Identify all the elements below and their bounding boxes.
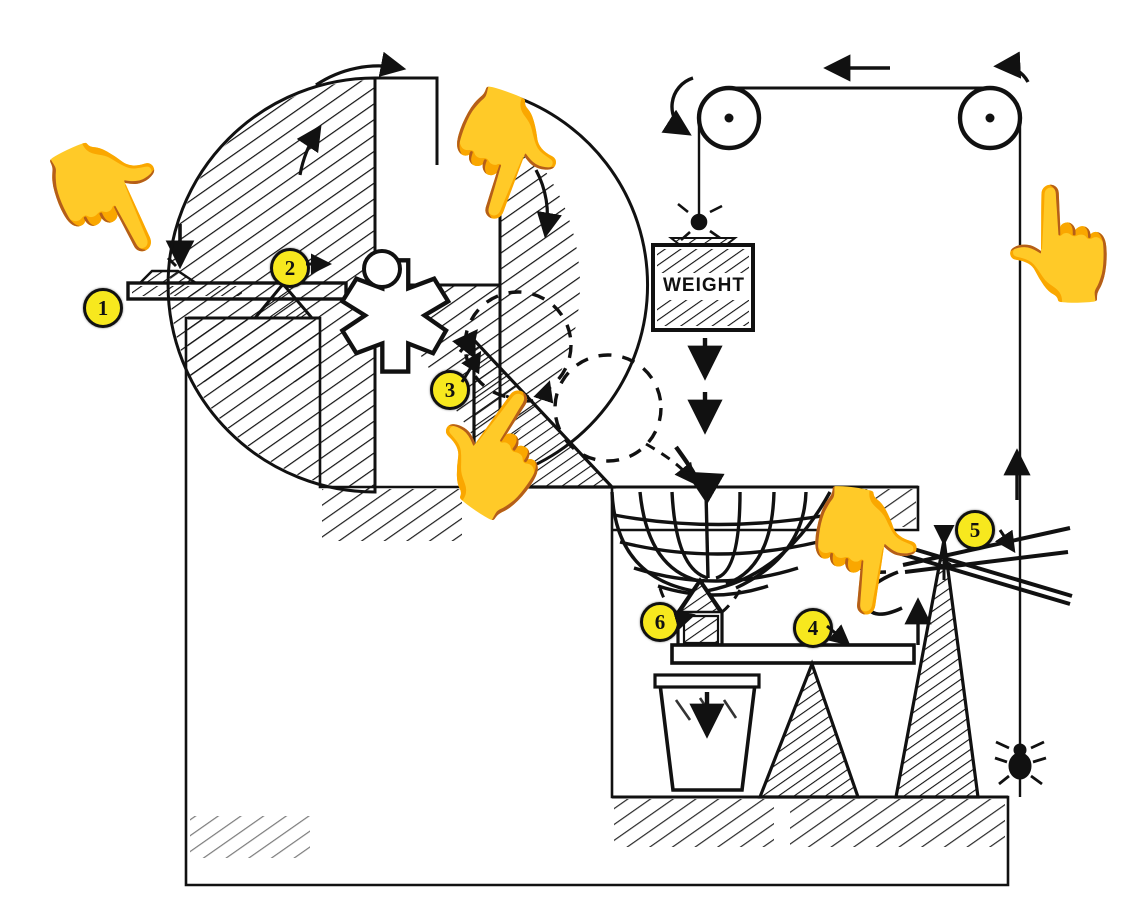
step-badge-3[interactable]: 3 <box>430 370 470 410</box>
weight-box-label: WEIGHT <box>663 275 745 296</box>
step-badge-5[interactable]: 5 <box>955 510 995 550</box>
ramp <box>452 328 616 489</box>
plank-balance <box>670 539 980 799</box>
rope-direction-arrows <box>661 51 1031 500</box>
bucket <box>653 673 761 792</box>
bug <box>994 740 1047 786</box>
scissors <box>855 525 1073 616</box>
pulley-system <box>696 85 1023 797</box>
net <box>610 491 832 597</box>
ground-hatching <box>188 320 1005 858</box>
step-badge-6[interactable]: 6 <box>640 602 680 642</box>
hand-point-up-rope: 👆 <box>993 181 1133 306</box>
weight-fall-arrows <box>674 338 725 505</box>
step-badge-2[interactable]: 2 <box>270 248 310 288</box>
step-badge-4[interactable]: 4 <box>793 608 833 648</box>
weight-box <box>651 237 755 332</box>
gear-wheel <box>339 249 452 374</box>
rotation-arrows <box>296 51 562 239</box>
hand-point-down-plank: 👇 <box>779 475 944 627</box>
step-badge-1[interactable]: 1 <box>83 288 123 328</box>
rope-knot <box>677 202 723 241</box>
